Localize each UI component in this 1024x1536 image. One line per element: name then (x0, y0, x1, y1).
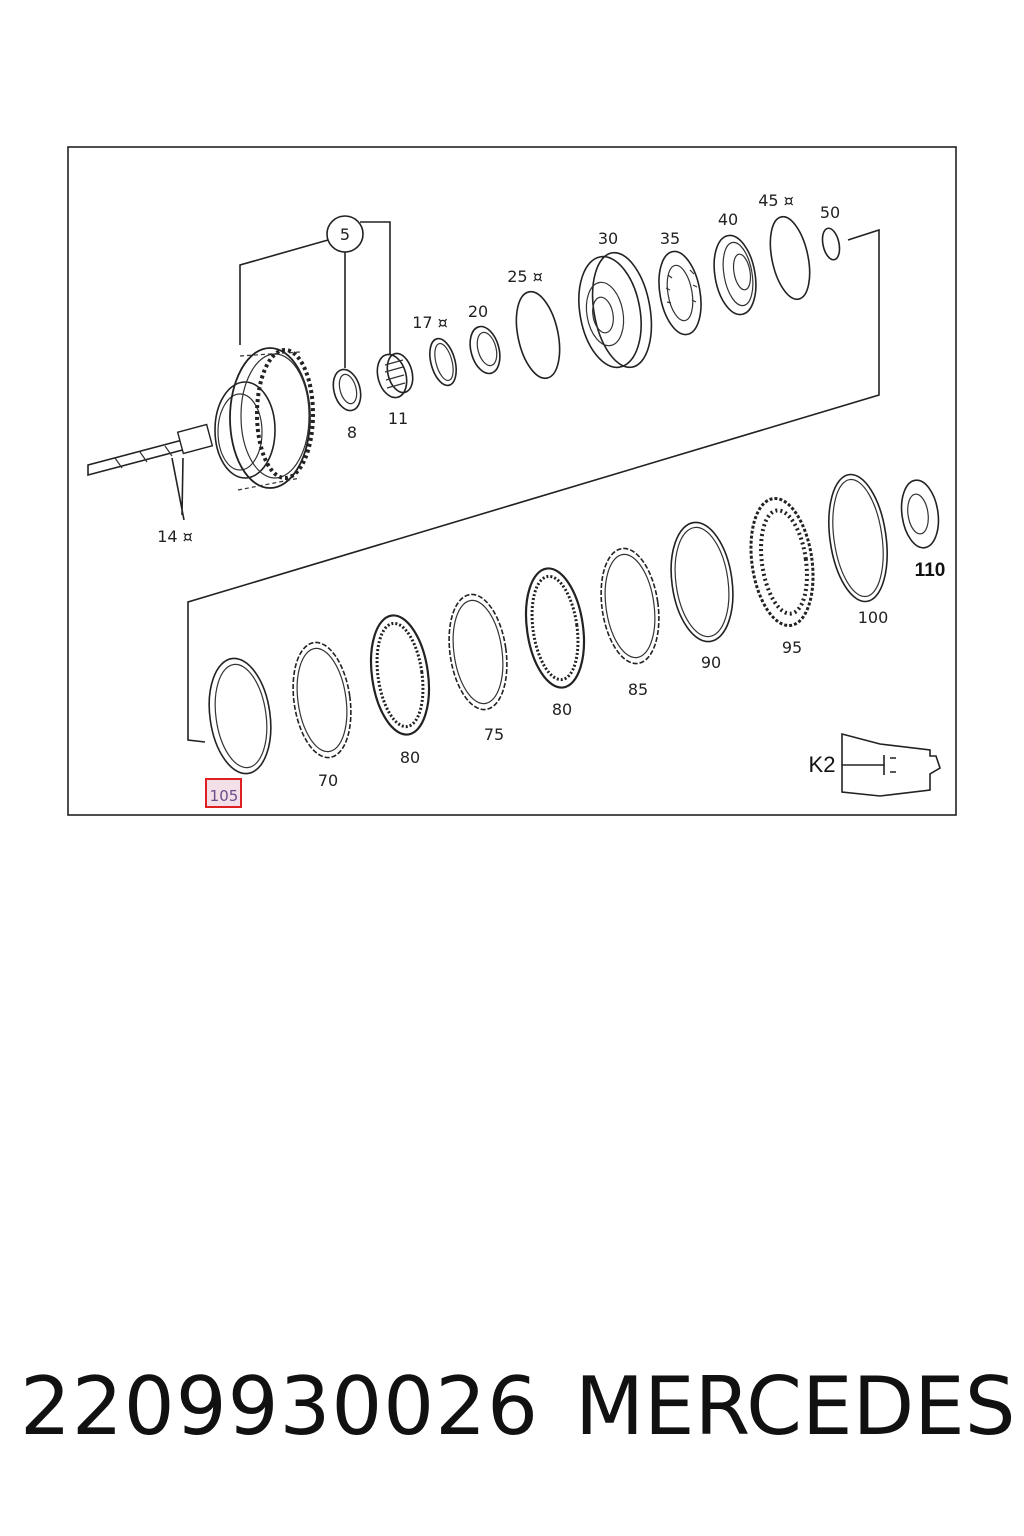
piston-housing-part-30 (578, 251, 653, 369)
seal-part-20 (469, 325, 501, 375)
part-label-25: 25 ¤ (507, 267, 543, 286)
part-label-14: 14 ¤ (157, 527, 193, 546)
transmission-locator-icon (841, 732, 941, 797)
toothed-ring-part-95 (749, 496, 815, 628)
ring-part-8 (332, 368, 362, 412)
diagram-frame (67, 146, 957, 816)
part-label-30: 30 (598, 229, 618, 248)
part-number: 2209930026 (20, 1360, 539, 1453)
spring-plate-part-35 (658, 250, 702, 336)
input-shaft-drum-part (87, 347, 315, 521)
part-label-110: 110 (915, 560, 946, 581)
part-label-85: 85 (628, 680, 648, 699)
part-label-75: 75 (484, 725, 504, 744)
part-label-11: 11 (388, 409, 408, 428)
part-label-35: 35 (660, 229, 680, 248)
part-label-40: 40 (718, 210, 738, 229)
part-label-70: 70 (318, 771, 338, 790)
part-label-5: 5 (340, 225, 350, 244)
steel-plate-part-70 (292, 641, 352, 759)
ring-part-17 (429, 337, 457, 387)
group-5-bracket (239, 215, 391, 368)
seal-part-40 (713, 234, 757, 316)
ring-part-50 (821, 227, 841, 261)
caption: 2209930026 MERCEDES (0, 1360, 1024, 1470)
snap-ring-part-105 (208, 657, 272, 775)
part-label-45: 45 ¤ (758, 191, 794, 210)
pressure-plate-part-90 (670, 521, 734, 643)
part-label-95: 95 (782, 638, 802, 657)
steel-plate-part-75 (448, 593, 508, 711)
bearing-part-11 (376, 352, 414, 399)
exploded-parts-diagram: 5 8 11 14 ¤ 17 ¤ 20 25 ¤ 30 35 40 45 ¤ 5… (67, 146, 957, 816)
ring-part-25 (515, 290, 561, 380)
friction-plate-part-80a (369, 614, 431, 736)
part-label-105: 105 (210, 787, 239, 805)
friction-plate-part-80b (524, 567, 586, 689)
part-label-17: 17 ¤ (412, 313, 448, 332)
part-label-8: 8 (347, 423, 357, 442)
seal-part-110 (900, 479, 940, 549)
ring-part-100 (828, 473, 888, 603)
part-label-20: 20 (468, 302, 488, 321)
part-label-50: 50 (820, 203, 840, 222)
highlight-box-105 (205, 778, 242, 808)
brand-name: MERCEDES (575, 1360, 1016, 1453)
part-label-90: 90 (701, 653, 721, 672)
location-label-k2: K2 (809, 752, 836, 777)
part-label-80b: 80 (552, 700, 572, 719)
ring-part-45 (769, 215, 811, 301)
steel-plate-part-85 (600, 547, 660, 665)
assembly-guide-line-upper (187, 228, 880, 743)
part-label-80a: 80 (400, 748, 420, 767)
part-label-100: 100 (858, 608, 889, 627)
